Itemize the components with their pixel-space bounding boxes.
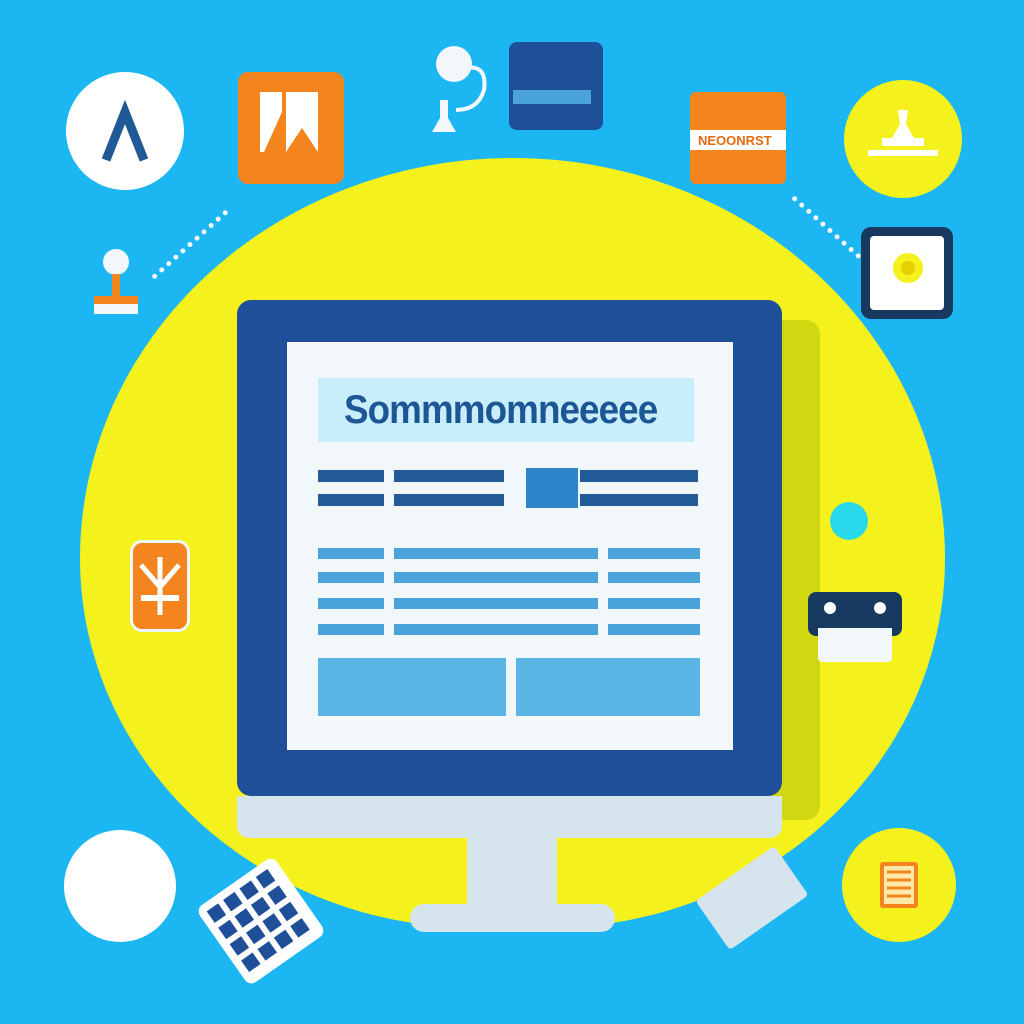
monitor-chin: [237, 796, 782, 838]
dot-icon[interactable]: [830, 502, 868, 540]
content-bar: [318, 494, 384, 506]
card-reader-icon[interactable]: [808, 592, 902, 670]
screen-title: Sommmomneeeee: [344, 388, 658, 432]
trophy-icon[interactable]: [844, 80, 962, 198]
content-highlight: [526, 468, 578, 508]
bookmark-icon[interactable]: [238, 72, 344, 184]
table-bar: [608, 624, 700, 635]
table-bar: [608, 548, 700, 559]
table-bar: [394, 548, 598, 559]
monitor-stand-base: [410, 904, 615, 932]
chevron-up-icon[interactable]: [66, 72, 184, 190]
circle-icon[interactable]: [64, 830, 176, 942]
screen-panel-left: [318, 658, 506, 716]
table-bar: [318, 548, 384, 559]
connector-dots-right: [791, 195, 869, 266]
screen-panel-right: [516, 658, 700, 716]
content-bar: [394, 470, 504, 482]
badge-icon[interactable]: NEOONRST: [690, 92, 786, 184]
content-bar: [394, 494, 504, 506]
desk-lamp-icon[interactable]: [418, 40, 498, 140]
table-bar: [394, 572, 598, 583]
badge-label: NEOONRST: [698, 133, 772, 148]
notepad-icon[interactable]: [842, 828, 956, 942]
camera-icon[interactable]: [861, 227, 953, 319]
content-bar: [580, 494, 698, 506]
screen-title-bar: [318, 378, 694, 442]
table-bar: [318, 598, 384, 609]
table-bar: [318, 572, 384, 583]
table-bar: [608, 572, 700, 583]
table-bar: [394, 598, 598, 609]
table-bar: [394, 624, 598, 635]
table-bar: [608, 598, 700, 609]
drive-icon[interactable]: [509, 42, 603, 130]
shield-icon[interactable]: [130, 540, 190, 632]
joystick-icon[interactable]: [92, 246, 142, 322]
table-bar: [318, 624, 384, 635]
keypad-icon[interactable]: [193, 853, 329, 989]
monitor-stand-neck: [467, 838, 557, 908]
content-bar: [580, 470, 698, 482]
content-bar: [318, 470, 384, 482]
